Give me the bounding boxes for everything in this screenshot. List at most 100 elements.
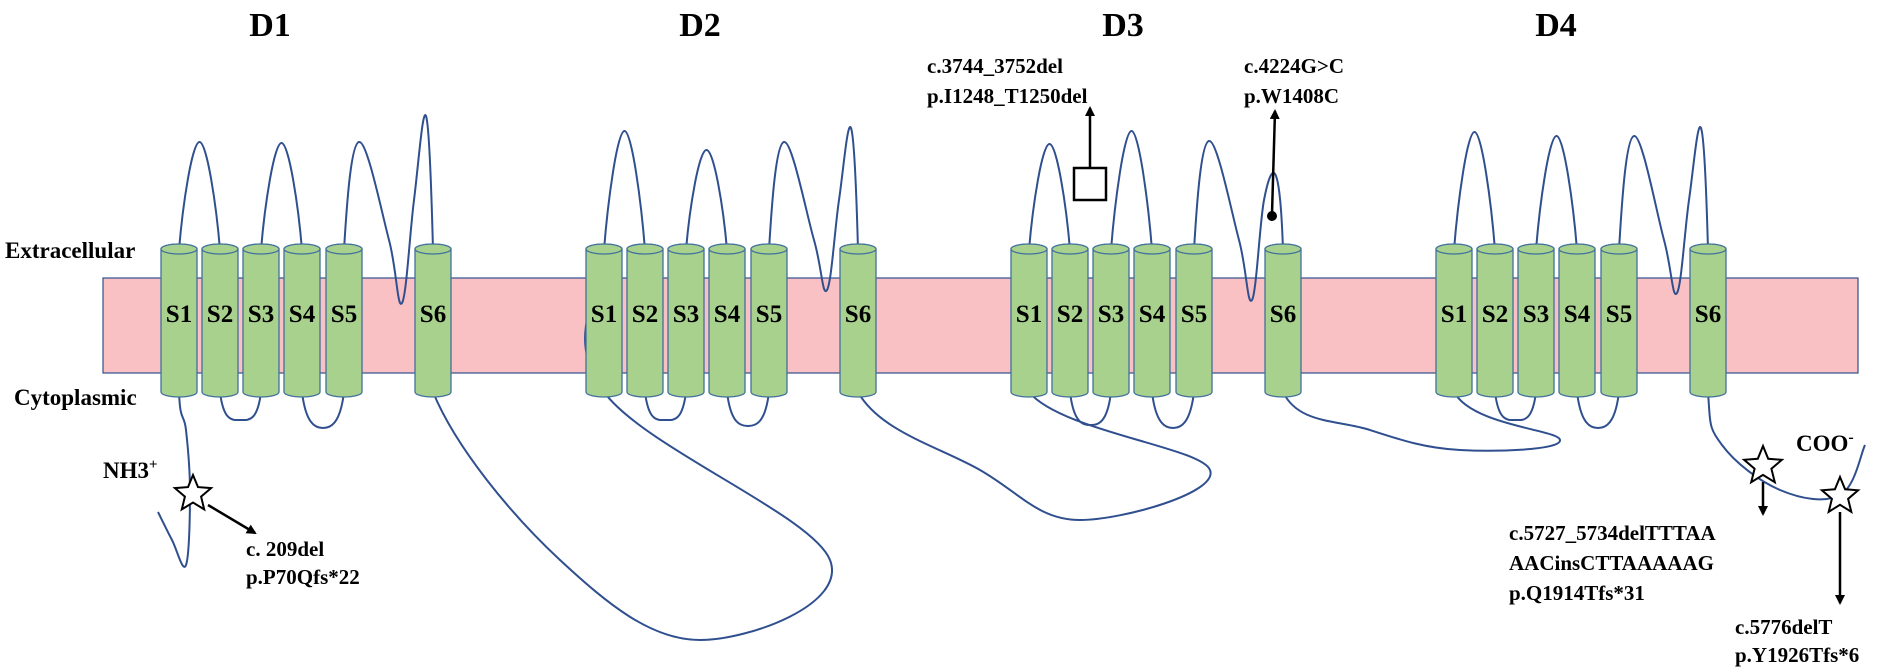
segment-d3-s1: S1: [1010, 243, 1048, 398]
segment-d3-s2: S2: [1051, 243, 1089, 398]
segment-label: S3: [248, 301, 274, 328]
mutation-5: c.5776delT p.Y1926Tfs*6: [1735, 474, 1861, 667]
mutation-3: c.4224G>C p.W1408C: [1244, 54, 1344, 221]
segment-cap: [1010, 243, 1048, 255]
segment-d2-s5: S5: [750, 243, 788, 398]
mutation-5-cdna: c.5776delT: [1735, 615, 1832, 639]
segment-cap: [667, 243, 705, 255]
segment-cap: [1092, 243, 1130, 255]
segment-d1-s1: S1: [160, 243, 198, 398]
segment-label: S4: [1139, 301, 1166, 328]
segment-d2-s6: S6: [839, 243, 877, 398]
segment-cap: [750, 243, 788, 255]
segment-cap: [325, 243, 363, 255]
segment-d4-s5: S5: [1600, 243, 1638, 398]
segment-d1-s2: S2: [201, 243, 239, 398]
segment-d4-s1: S1: [1435, 243, 1473, 398]
segment-label: S5: [1181, 301, 1207, 328]
segment-cap: [839, 243, 877, 255]
segment-cap: [1051, 243, 1089, 255]
segment-label: S1: [166, 301, 192, 328]
segment-label: S5: [756, 301, 782, 328]
c-terminus-label: COO-: [1796, 429, 1854, 456]
segment-d3-s4: S4: [1133, 243, 1171, 398]
segment-label: S4: [714, 301, 741, 328]
mutation-3-cdna: c.4224G>C: [1244, 54, 1344, 78]
segment-d1-s4: S4: [283, 243, 321, 398]
segment-label: S2: [1057, 301, 1083, 328]
segment-d1-s3: S3: [242, 243, 280, 398]
segment-label: S4: [1564, 301, 1591, 328]
segment-d4-s3: S3: [1517, 243, 1555, 398]
segment-label: S1: [1441, 301, 1467, 328]
segment-cap: [414, 243, 452, 255]
segment-cap: [1175, 243, 1213, 255]
segment-d2-s1: S1: [585, 243, 623, 398]
mutation-1: c. 209del p.P70Qfs*22: [172, 472, 360, 589]
segment-d1-s6: S6: [414, 243, 452, 398]
domain-title-d3: D3: [1102, 7, 1144, 44]
segment-label: S1: [1016, 301, 1042, 328]
mutation-2-protein: p.I1248_T1250del: [927, 84, 1088, 108]
segment-d4-s6: S6: [1689, 243, 1727, 398]
segment-label: S2: [632, 301, 658, 328]
domain-title-d2: D2: [679, 7, 721, 44]
segment-d2-s2: S2: [626, 243, 664, 398]
segment-label: S5: [331, 301, 357, 328]
segment-d4-s2: S2: [1476, 243, 1514, 398]
mutation-2-cdna: c.3744_3752del: [927, 54, 1063, 78]
domain-titles: D1 D2 D3 D4: [249, 7, 1577, 44]
segment-cap: [1558, 243, 1596, 255]
domain-title-d1: D1: [249, 7, 291, 44]
star-icon: [1819, 474, 1861, 514]
mutation-4-protein: p.Q1914Tfs*31: [1509, 581, 1645, 605]
segment-cap: [283, 243, 321, 255]
segment-cap: [1517, 243, 1555, 255]
star-icon: [1741, 443, 1785, 485]
segment-label: S6: [845, 301, 871, 328]
mutation-1-arrow: [207, 503, 257, 535]
mutation-2: c.3744_3752del p.I1248_T1250del: [927, 54, 1108, 202]
segment-cap: [242, 243, 280, 255]
transmembrane-segments: S1 S2 S3 S4 S5 S6 S1 S2 S3 S4 S5 S6 S1 S2 S3 S4 S5 S6 S1 S2…: [160, 243, 1727, 398]
square-icon: [1072, 166, 1108, 202]
segment-cap: [1476, 243, 1514, 255]
segment-cap: [1435, 243, 1473, 255]
segment-cap: [1133, 243, 1171, 255]
segment-cap: [708, 243, 746, 255]
segment-label: S4: [289, 301, 316, 328]
mutation-4-cdna: c.5727_5734delTTTAA: [1509, 521, 1717, 545]
mutation-4-cdna-cont: AACinsCTTAAAAAG: [1509, 551, 1714, 575]
segment-d2-s4: S4: [708, 243, 746, 398]
mutation-3-arrow: [1269, 109, 1280, 215]
mutation-5-protein: p.Y1926Tfs*6: [1735, 643, 1859, 667]
cytoplasmic-label: Cytoplasmic: [14, 385, 137, 410]
segment-label: S5: [1606, 301, 1632, 328]
mutation-1-cdna: c. 209del: [246, 537, 324, 561]
star-icon: [172, 472, 214, 512]
domain-title-d4: D4: [1535, 7, 1577, 44]
segment-label: S1: [591, 301, 617, 328]
segment-label: S3: [1523, 301, 1549, 328]
segment-cap: [1264, 243, 1302, 255]
segment-label: S2: [207, 301, 233, 328]
segment-label: S3: [1098, 301, 1124, 328]
segment-d2-s3: S3: [667, 243, 705, 398]
segment-label: S6: [1270, 301, 1296, 328]
segment-cap: [1689, 243, 1727, 255]
segment-d4-s4: S4: [1558, 243, 1596, 398]
segment-d3-s3: S3: [1092, 243, 1130, 398]
segment-cap: [626, 243, 664, 255]
segment-label: S3: [673, 301, 699, 328]
mutation-4: c.5727_5734delTTTAA AACinsCTTAAAAAG p.Q1…: [1509, 443, 1785, 605]
segment-cap: [1600, 243, 1638, 255]
segment-d3-s6: S6: [1264, 243, 1302, 398]
extracellular-label: Extracellular: [5, 238, 135, 263]
segment-cap: [585, 243, 623, 255]
dot-icon: [1267, 211, 1277, 221]
segment-cap: [160, 243, 198, 255]
mutation-1-protein: p.P70Qfs*22: [246, 565, 360, 589]
segment-label: S2: [1482, 301, 1508, 328]
segment-d3-s5: S5: [1175, 243, 1213, 398]
